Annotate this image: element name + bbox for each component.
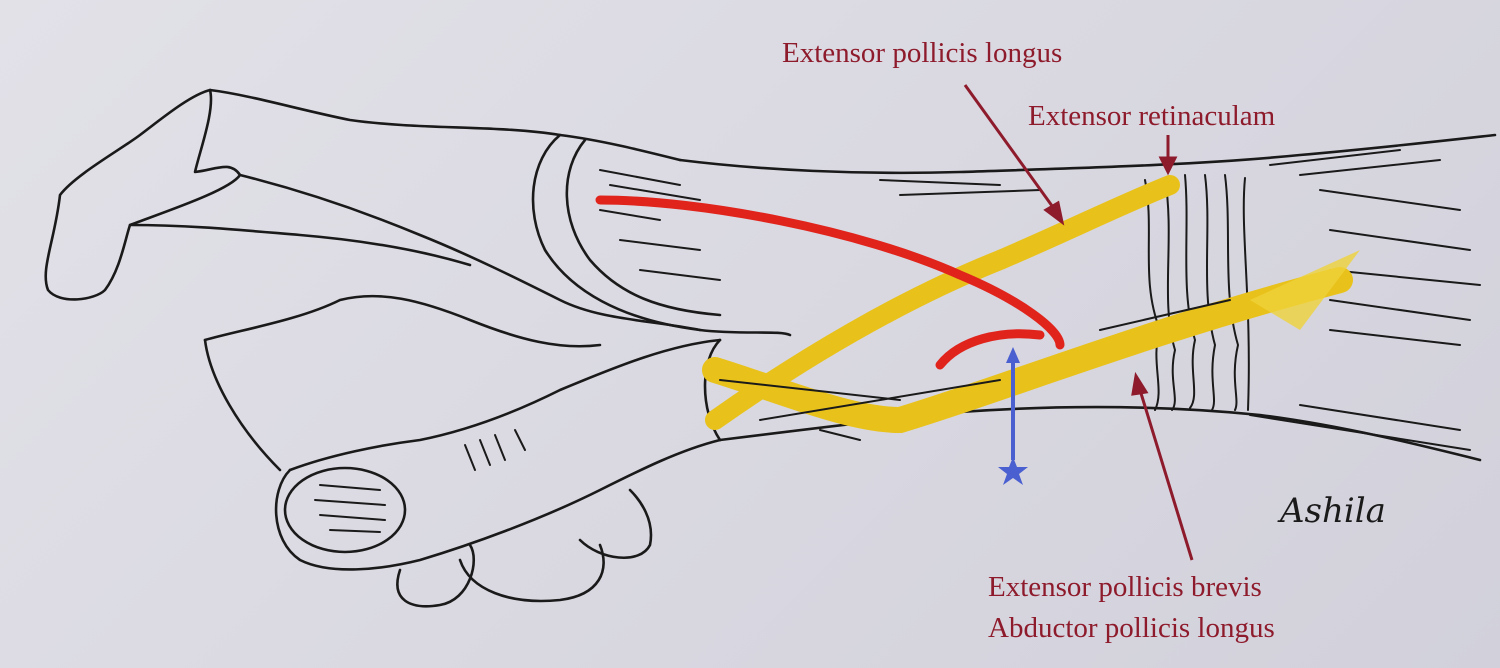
star-icon [998, 457, 1028, 485]
snuffbox-marker [998, 347, 1028, 485]
tendons [702, 175, 1360, 441]
label-extensor-pollicis-longus: Extensor pollicis longus [782, 37, 1062, 69]
label-abductor-pollicis-longus: Abductor pollicis longus [988, 612, 1275, 644]
hand-outline [44, 88, 1497, 608]
tendon-epb-apl [702, 267, 1353, 434]
label-arrows [963, 84, 1194, 561]
tendon-epl [705, 175, 1180, 430]
label-extensor-pollicis-brevis: Extensor pollicis brevis [988, 571, 1262, 603]
artist-signature: Ashila [1277, 491, 1386, 531]
extensor-retinaculum [1144, 174, 1250, 411]
radial-artery [595, 195, 1065, 370]
label-extensor-retinaculum: Extensor retinaculam [1028, 100, 1276, 132]
